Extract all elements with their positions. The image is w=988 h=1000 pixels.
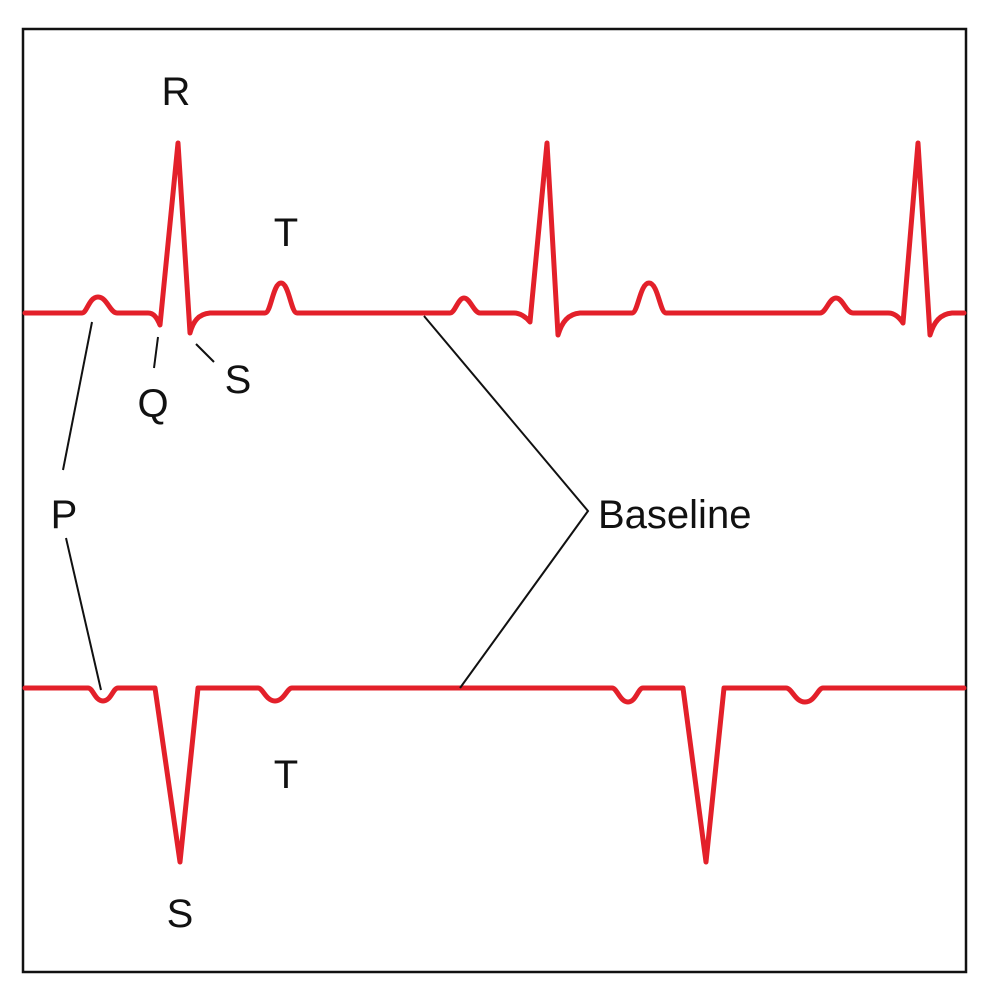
p-upper-leader bbox=[62, 321, 93, 471]
label-t-upper: T bbox=[274, 211, 298, 255]
label-baseline: Baseline bbox=[598, 493, 751, 537]
label-r: R bbox=[162, 70, 191, 114]
upper-ecg-trace bbox=[22, 140, 967, 338]
label-s-lower: S bbox=[167, 892, 194, 936]
label-t-lower: T bbox=[274, 753, 298, 797]
leader-lines bbox=[62, 315, 590, 691]
p-lower-leader bbox=[65, 537, 102, 691]
diagram-frame bbox=[21, 27, 968, 974]
baseline-bracket bbox=[423, 315, 590, 689]
q-leader bbox=[153, 336, 159, 369]
s-upper-leader bbox=[195, 343, 215, 363]
lower-ecg-trace bbox=[22, 685, 967, 865]
label-s-upper: S bbox=[225, 358, 252, 402]
label-p: P bbox=[51, 493, 78, 537]
label-q: Q bbox=[137, 382, 168, 426]
